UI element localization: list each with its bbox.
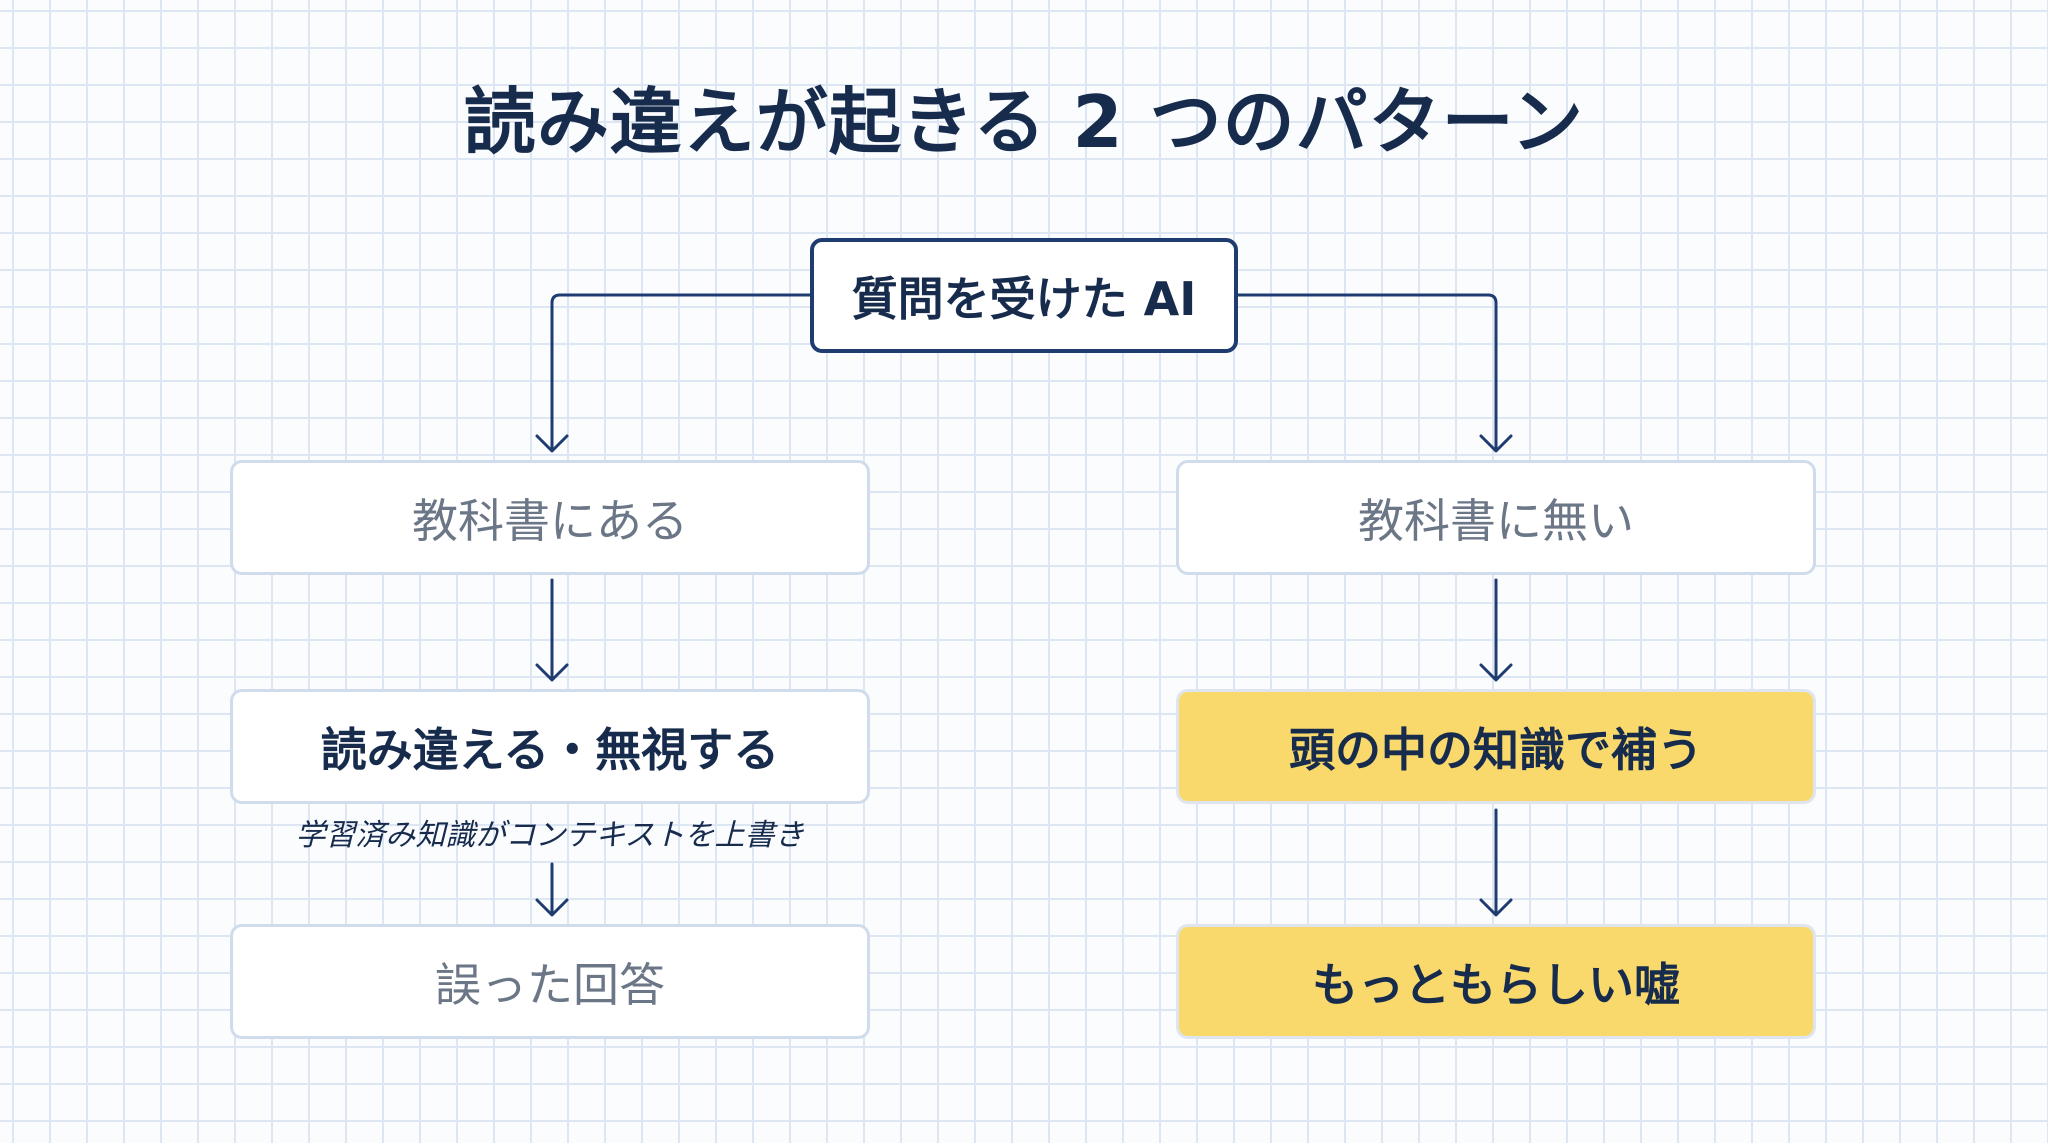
right-result-label: もっともらしい嘘 — [1312, 957, 1680, 1012]
right-result-node: もっともらしい嘘 — [1176, 924, 1816, 1039]
connector-root-to-left — [550, 293, 812, 452]
right-behavior-node: 頭の中の知識で補う — [1176, 689, 1816, 804]
left-result-node: 誤った回答 — [230, 924, 870, 1039]
left-result-label: 誤った回答 — [435, 957, 665, 1012]
diagram-title: 読み違えが起きる 2 つのパターン — [463, 80, 1585, 164]
arrowhead-left-behavior-to-result — [535, 898, 569, 917]
arrowhead-right-behavior-to-result — [1479, 898, 1513, 917]
left-behavior-label: 読み違える・無視する — [320, 722, 780, 777]
arrowhead-left-condition-to-behavior — [535, 663, 569, 682]
right-condition-node: 教科書に無い — [1176, 460, 1816, 575]
left-branch-note: 学習済み知識がコンテキストを上書き — [295, 818, 805, 853]
arrowhead-root-to-left — [535, 434, 569, 453]
root-node: 質問を受けた AI — [810, 238, 1238, 353]
arrowhead-right-condition-to-behavior — [1479, 663, 1513, 682]
left-condition-node: 教科書にある — [230, 460, 870, 575]
connector-root-to-right — [1236, 293, 1498, 452]
right-condition-label: 教科書に無い — [1358, 493, 1634, 548]
arrowhead-root-to-right — [1479, 434, 1513, 453]
left-behavior-node: 読み違える・無視する — [230, 689, 870, 804]
root-node-label: 質問を受けた AI — [851, 271, 1197, 326]
right-behavior-label: 頭の中の知識で補う — [1289, 722, 1703, 777]
left-condition-label: 教科書にある — [412, 493, 688, 548]
